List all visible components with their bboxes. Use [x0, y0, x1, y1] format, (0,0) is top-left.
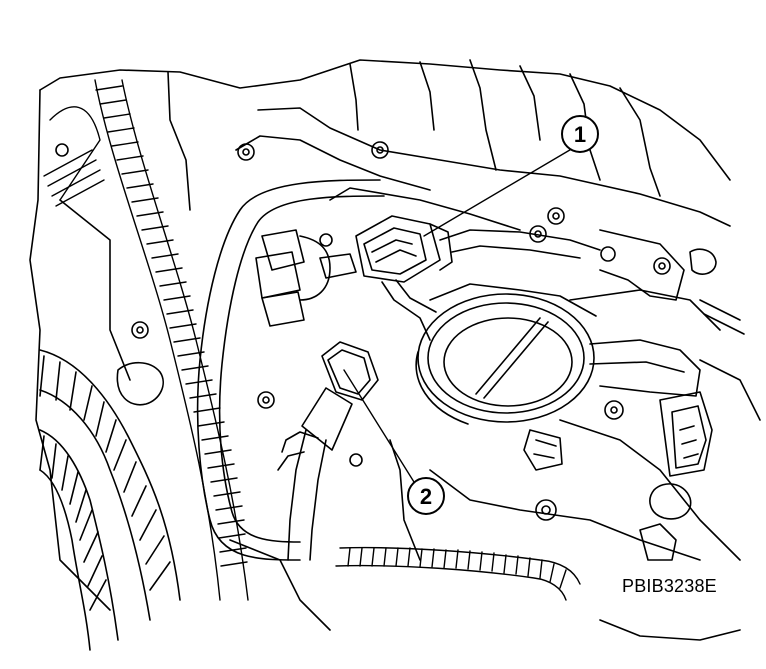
engine-block-outline — [29, 59, 761, 641]
callout-2-label: 2 — [420, 484, 432, 509]
lower-corrugated-tube — [335, 546, 581, 601]
center-cable-loop — [196, 179, 385, 561]
connector-2 — [277, 341, 379, 561]
callout-1: 1 — [423, 115, 599, 237]
bolt-heads — [55, 141, 671, 521]
right-side-components — [523, 248, 745, 561]
callout-1-label: 1 — [574, 122, 586, 147]
callout-2: 2 — [343, 369, 445, 515]
lower-left-hoses — [39, 349, 181, 651]
connector-1 — [355, 215, 453, 341]
figure-code: PBIB3238E — [622, 576, 717, 596]
sensor-cluster — [116, 229, 357, 406]
left-corrugated-harness — [43, 79, 249, 601]
mounting-bracket — [439, 229, 685, 301]
throttle-body — [415, 283, 701, 425]
